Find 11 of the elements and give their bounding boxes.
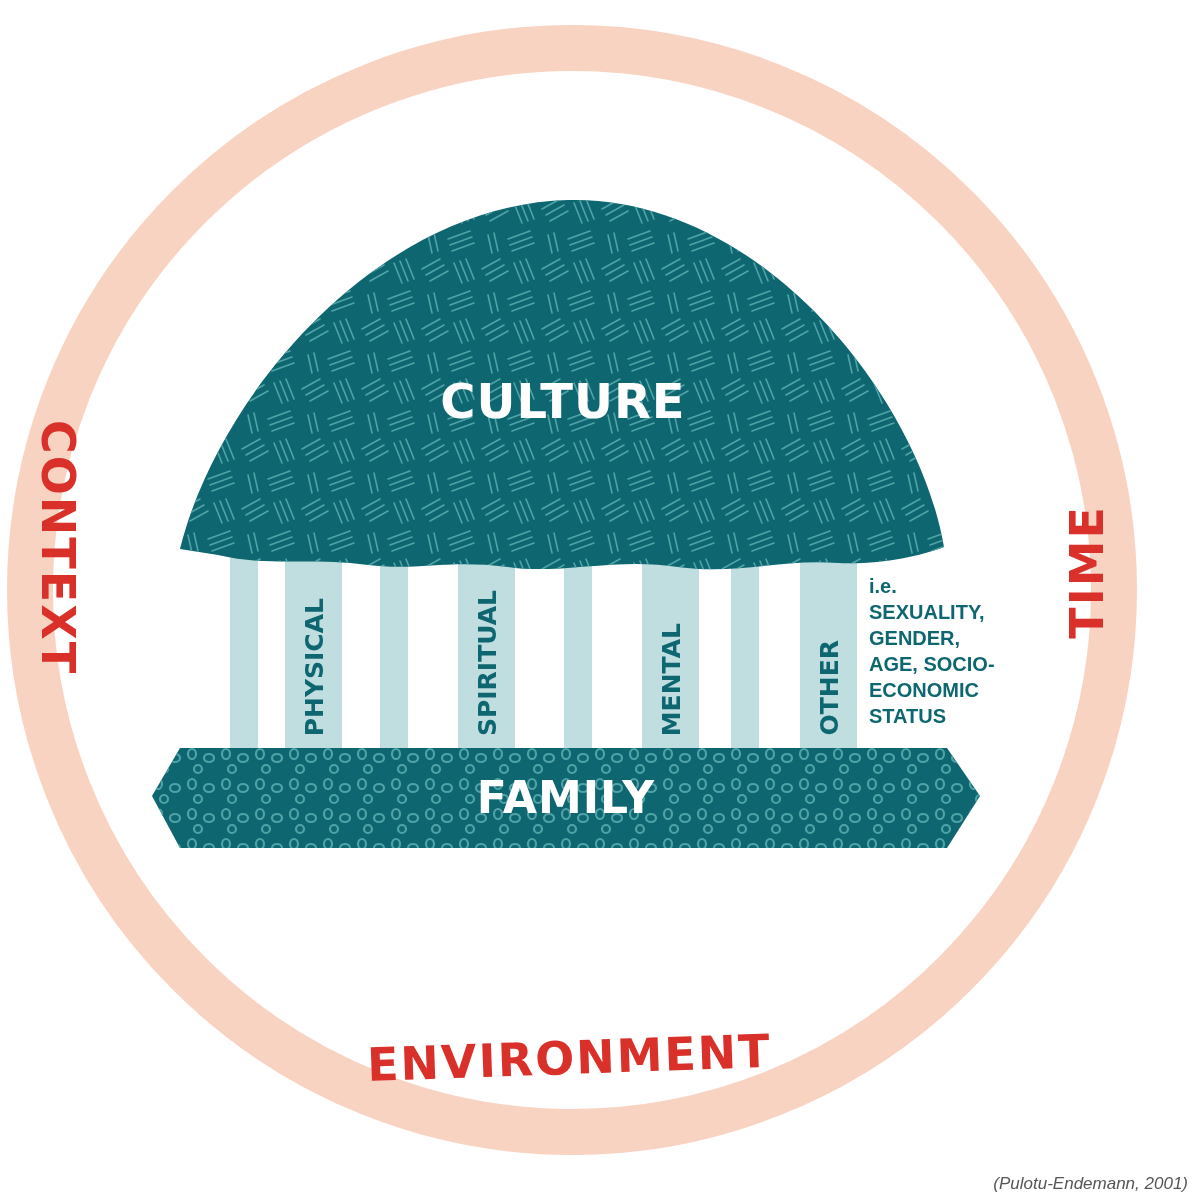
pillar-label: OTHER (816, 640, 841, 736)
pillar-label: SPIRITUAL (474, 589, 499, 736)
pillar-label: PHYSICAL (301, 597, 326, 736)
base-label: FAMILY (475, 776, 657, 820)
ring-label: CONTEXT (35, 420, 81, 675)
roof-label: CULTURE (439, 377, 687, 425)
pillar-note: i.e. SEXUALITY, GENDER, AGE, SOCIO-ECONOMIC STATUS (869, 574, 996, 729)
pillar-label: MENTAL (658, 622, 683, 736)
citation: (Pulotu-Endemann, 2001) (993, 1174, 1188, 1194)
ring-label: TIME (1064, 505, 1110, 639)
ring-label: ENVIRONMENT (366, 1027, 773, 1089)
